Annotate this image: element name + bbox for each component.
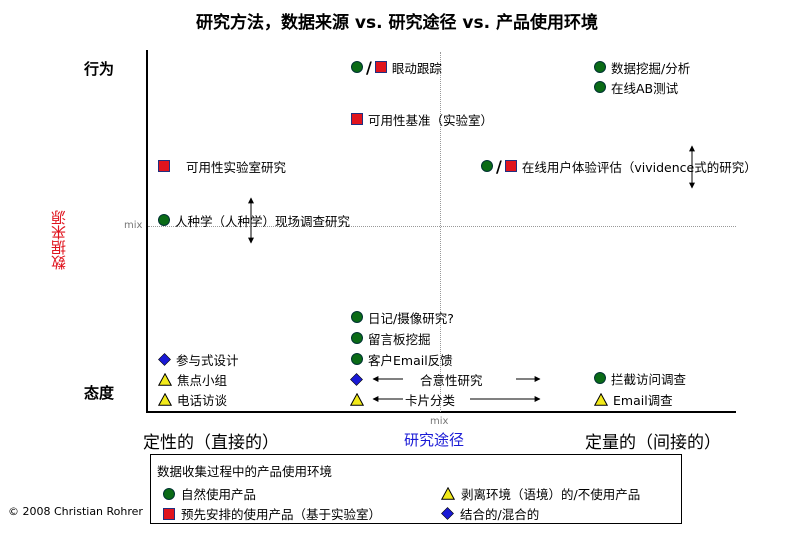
green-circle-icon: [163, 487, 175, 500]
item-label: 参与式设计: [176, 352, 239, 368]
yellow-triangle-icon: [441, 487, 455, 500]
green-circle-icon: [594, 81, 606, 93]
item-usability-lab: 可用性实验室研究: [158, 157, 286, 175]
legend-item-scripted: 预先安排的使用产品（基于实验室）: [163, 504, 381, 523]
item-label: 日记/摄像研究?: [368, 310, 454, 326]
legend-item-combined: 结合的/混合的: [441, 504, 539, 523]
item-message-board: 留言板挖掘: [351, 329, 431, 347]
red-square-icon: [374, 61, 387, 73]
item-intercept-survey: 拦截访问调查: [594, 369, 686, 387]
x-axis-title: 研究途径: [404, 431, 465, 449]
item-card-sorting: 卡片分类: [405, 390, 455, 408]
item-usability-benchmark: 可用性基准（实验室）: [351, 110, 493, 128]
legend-label: 自然使用产品: [181, 487, 257, 502]
legend-item-natural: 自然使用产品: [163, 484, 256, 503]
item-label: 可用性基准（实验室）: [368, 112, 494, 128]
item-data-mining: 数据挖掘/分析: [594, 58, 690, 76]
blue-diamond-icon: [350, 372, 363, 386]
green-circle-icon: [594, 372, 606, 384]
green-circle-icon: [594, 61, 606, 73]
x-axis-mix-label: mix: [430, 416, 449, 427]
item-desirability-icon: [350, 370, 363, 388]
vertical-mix-line: [440, 52, 441, 412]
x-axis-left-label: 定性的（直接的）: [143, 433, 279, 453]
y-axis-bottom-label: 态度: [84, 384, 115, 402]
green-circle-icon: [351, 332, 363, 344]
item-label: 人种学（人种学）现场调查研究: [175, 213, 351, 229]
item-eye-tracking: / 眼动跟踪: [351, 58, 442, 77]
green-circle-icon: [351, 353, 363, 365]
green-circle-icon: [351, 61, 363, 73]
item-phone-interview: 电话访谈: [158, 390, 227, 408]
horizontal-mix-line: [148, 226, 736, 227]
y-axis-title: 数据来源: [50, 210, 68, 270]
blue-diamond-icon: [158, 352, 171, 366]
yellow-triangle-icon: [158, 372, 172, 386]
item-card-sorting-icon: [350, 390, 364, 408]
x-axis-line: [146, 411, 736, 413]
item-participatory-design: 参与式设计: [158, 350, 239, 368]
red-square-icon: [158, 160, 170, 172]
item-label: Email调查: [613, 392, 673, 408]
legend-label: 预先安排的使用产品（基于实验室）: [181, 507, 382, 522]
red-square-icon: [163, 507, 175, 520]
green-circle-icon: [158, 214, 170, 226]
legend-label: 剥离环境（语境）的/不使用产品: [461, 487, 641, 502]
item-ethnography: 人种学（人种学）现场调查研究: [158, 211, 350, 229]
yellow-triangle-icon: [350, 392, 364, 406]
item-ab-testing: 在线AB测试: [594, 78, 678, 96]
item-label: 在线AB测试: [611, 80, 679, 96]
item-label: 数据挖掘/分析: [611, 60, 691, 76]
copyright: © 2008 Christian Rohrer: [8, 505, 143, 518]
red-square-icon: [351, 113, 363, 125]
y-axis-top-label: 行为: [84, 60, 115, 78]
item-label: 焦点小组: [177, 372, 228, 388]
item-customer-email: 客户Email反馈: [351, 350, 453, 368]
item-email-survey: Email调查: [594, 390, 673, 408]
legend-title: 数据收集过程中的产品使用环境: [157, 464, 333, 479]
y-axis-mix-label: mix: [124, 220, 143, 231]
item-label: 电话访谈: [177, 392, 228, 408]
item-label: 可用性实验室研究: [186, 159, 287, 175]
item-label: 在线用户体验评估（vividence式的研究）: [521, 159, 757, 175]
item-label: 客户Email反馈: [368, 352, 453, 368]
green-circle-icon: [351, 311, 363, 323]
item-label: 留言板挖掘: [368, 331, 431, 347]
legend-box: 数据收集过程中的产品使用环境 自然使用产品 剥离环境（语境）的/不使用产品 预先…: [150, 454, 682, 524]
yellow-triangle-icon: [594, 392, 608, 406]
item-diary: 日记/摄像研究?: [351, 308, 454, 326]
item-label: 卡片分类: [405, 392, 456, 408]
item-desirability: 合意性研究: [420, 370, 483, 388]
page-title: 研究方法，数据来源 vs. 研究途径 vs. 产品使用环境: [196, 13, 598, 33]
item-online-ux: / 在线用户体验评估（vividence式的研究）: [481, 157, 757, 176]
item-label: 拦截访问调查: [611, 371, 687, 387]
green-circle-icon: [481, 160, 493, 172]
red-square-icon: [504, 160, 517, 172]
legend-label: 结合的/混合的: [460, 507, 540, 522]
x-axis-right-label: 定量的（间接的）: [585, 433, 721, 453]
blue-diamond-icon: [441, 507, 454, 520]
yellow-triangle-icon: [158, 392, 172, 406]
item-label: 合意性研究: [420, 372, 483, 388]
legend-item-decontextualized: 剥离环境（语境）的/不使用产品: [441, 484, 640, 503]
item-focus-group: 焦点小组: [158, 370, 227, 388]
y-axis-line: [146, 50, 148, 412]
item-label: 眼动跟踪: [391, 60, 442, 76]
